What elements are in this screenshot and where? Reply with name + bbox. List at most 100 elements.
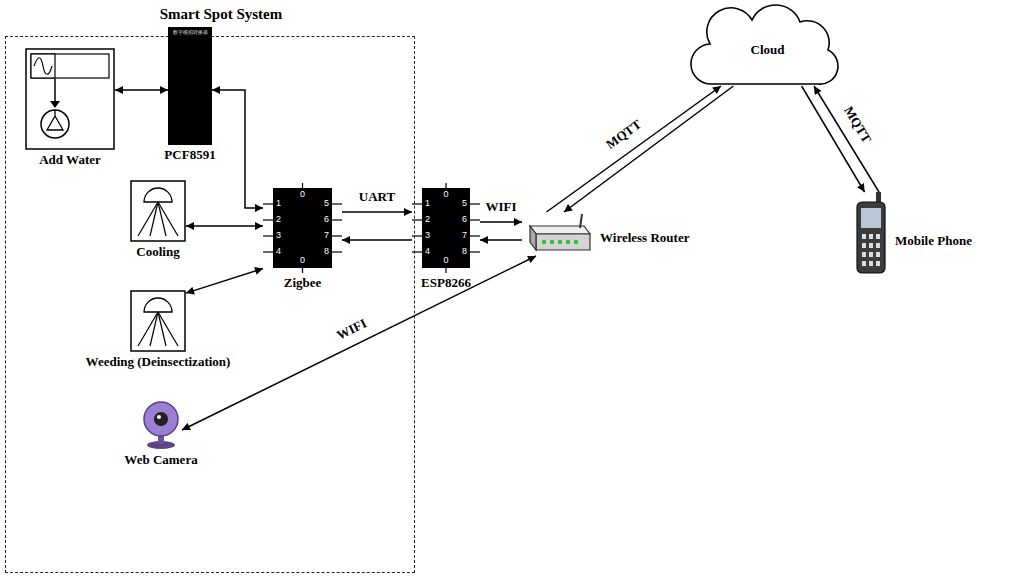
flow-head — [50, 101, 60, 108]
chip-marking: 数字模拟转换器 — [173, 30, 208, 36]
pin-number: 5 — [462, 199, 467, 209]
pin-lead — [445, 183, 446, 188]
pump-blade — [47, 110, 63, 130]
pin-lead — [470, 219, 480, 220]
connector — [564, 86, 733, 212]
pin-number: 8 — [324, 247, 329, 257]
light-ray — [138, 312, 158, 346]
connector — [182, 256, 536, 430]
phone-key — [869, 261, 873, 266]
light-ray — [138, 202, 158, 236]
device-label: Weeding (Deinsectization) — [86, 355, 231, 370]
pin-lead — [332, 219, 342, 220]
connector-label: MQTT — [602, 116, 646, 154]
wireless-router: Wireless Router — [522, 212, 592, 256]
device-label: PCF8591 — [164, 148, 215, 163]
lamp-dome — [144, 188, 172, 202]
pin-lead — [412, 219, 422, 220]
phone-key — [862, 243, 866, 248]
device-frame — [131, 181, 185, 241]
connector-label: MQTT — [840, 102, 875, 147]
cooling-device: Cooling — [130, 180, 186, 242]
pin-lead — [412, 203, 422, 204]
light-ray — [150, 202, 158, 236]
light-ray — [158, 312, 178, 346]
pin-lead — [470, 203, 480, 204]
connector — [186, 269, 263, 294]
lens-glint — [157, 415, 161, 419]
system-boundary: Add Water数字模拟转换器PCF8591Zigbee0123456780C… — [5, 36, 415, 573]
connector — [480, 221, 522, 223]
phone-body — [857, 202, 885, 273]
pin-number: 0 — [443, 190, 448, 200]
chip-icon — [168, 27, 212, 145]
camera-lens — [154, 412, 168, 426]
cloud-outline — [691, 5, 838, 84]
connector-label: WIFI — [333, 316, 371, 345]
flow-line — [54, 79, 56, 102]
status-light — [550, 240, 554, 244]
chip-body — [168, 27, 212, 145]
phone-key — [876, 252, 880, 257]
pin-lead — [263, 219, 273, 220]
pin-number: 7 — [324, 231, 329, 241]
pin-number: 0 — [443, 256, 448, 266]
web-camera: Web Camera — [140, 400, 182, 450]
router-antenna — [580, 214, 582, 228]
pin-lead — [302, 268, 303, 273]
device-label: Web Camera — [124, 453, 197, 468]
phone-key — [876, 234, 880, 239]
phone-key — [862, 234, 866, 239]
status-light — [566, 240, 570, 244]
phone-key — [869, 252, 873, 257]
pin-number: 0 — [300, 190, 305, 200]
pin-lead — [302, 183, 303, 188]
light-ray — [158, 202, 166, 236]
phone-key — [862, 261, 866, 266]
pin-lead — [263, 203, 273, 204]
device-label: ESP8266 — [421, 276, 471, 291]
pump-body — [41, 110, 69, 138]
pin-number: 1 — [276, 199, 281, 209]
lamp-icon — [130, 180, 186, 242]
pin-lead — [470, 251, 480, 252]
device-frame — [131, 291, 185, 351]
connector — [342, 211, 412, 213]
phone-key — [869, 243, 873, 248]
connector-label: UART — [357, 190, 397, 205]
pin-lead — [470, 235, 480, 236]
device-label: Wireless Router — [600, 231, 689, 246]
pin-number: 8 — [462, 247, 467, 257]
router-icon — [522, 212, 592, 256]
connector — [480, 239, 522, 241]
cloud-label: Cloud — [751, 43, 785, 58]
phone-icon — [855, 192, 887, 274]
pin-lead — [445, 268, 446, 273]
connector-label: WIFI — [483, 199, 518, 214]
lamp-icon — [130, 290, 186, 352]
lamp-dome — [144, 298, 172, 312]
phone-screen — [861, 208, 881, 228]
device-label: Mobile Phone — [895, 234, 972, 249]
pin-number: 7 — [462, 231, 467, 241]
connector — [547, 86, 722, 212]
connector — [212, 90, 263, 208]
mobile-phone: Mobile Phone — [855, 192, 887, 274]
sensor-panel — [31, 54, 109, 78]
light-ray — [158, 202, 178, 236]
cloud: Cloud — [690, 6, 845, 86]
device-label: Add Water — [39, 153, 101, 168]
water-pump-module: Add Water — [25, 48, 115, 150]
pin-number: 6 — [324, 215, 329, 225]
zigbee-module: Zigbee0123456780 — [263, 183, 342, 273]
phone-key — [862, 252, 866, 257]
pin-number: 5 — [324, 199, 329, 209]
router-front — [536, 234, 590, 250]
pin-number: 2 — [425, 215, 430, 225]
phone-key — [869, 234, 873, 239]
camera-sphere — [144, 402, 178, 436]
cam-icon — [140, 400, 182, 450]
status-light — [574, 240, 578, 244]
